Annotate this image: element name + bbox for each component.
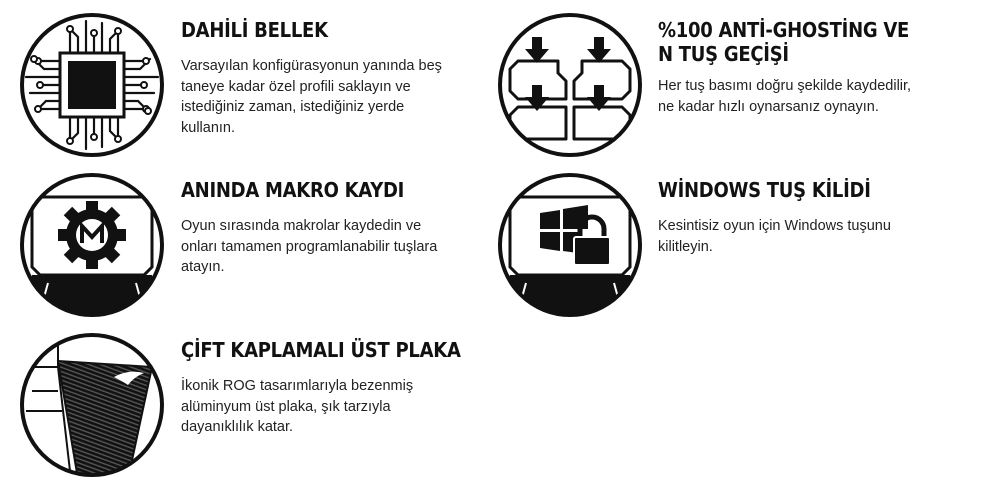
feature-title-line2: N TUŞ GEÇİŞİ bbox=[658, 42, 789, 66]
feature-description: Her tuş basımı doğru şekilde kaydedilir,… bbox=[658, 78, 912, 115]
rog-top-plate-icon bbox=[18, 331, 166, 479]
feature-description: Kesintisiz oyun için Windows tuşunu kili… bbox=[658, 218, 891, 255]
feature-title: WİNDOWS TUŞ KİLİDİ bbox=[658, 178, 871, 202]
keys-arrows-icon bbox=[496, 11, 644, 159]
macro-gear-key-icon bbox=[18, 171, 166, 319]
feature-description: İkonik ROG tasarımlarıyla bezenmiş alümi… bbox=[181, 378, 414, 435]
feature-description: Varsayılan konfigürasyonun yanında beş t… bbox=[181, 58, 442, 136]
feature-title: ANINDA MAKRO KAYDI bbox=[181, 178, 405, 202]
feature-title: ÇİFT KAPLAMALI ÜST PLAKA bbox=[181, 338, 461, 362]
feature-title-line1: %100 ANTİ-GHOSTİNG VE bbox=[658, 18, 910, 42]
feature-description: Oyun sırasında makrolar kaydedin ve onla… bbox=[181, 218, 438, 275]
feature-title: DAHİLİ BELLEK bbox=[181, 18, 328, 42]
memory-chip-icon bbox=[18, 11, 166, 159]
windows-lock-key-icon bbox=[496, 171, 644, 319]
